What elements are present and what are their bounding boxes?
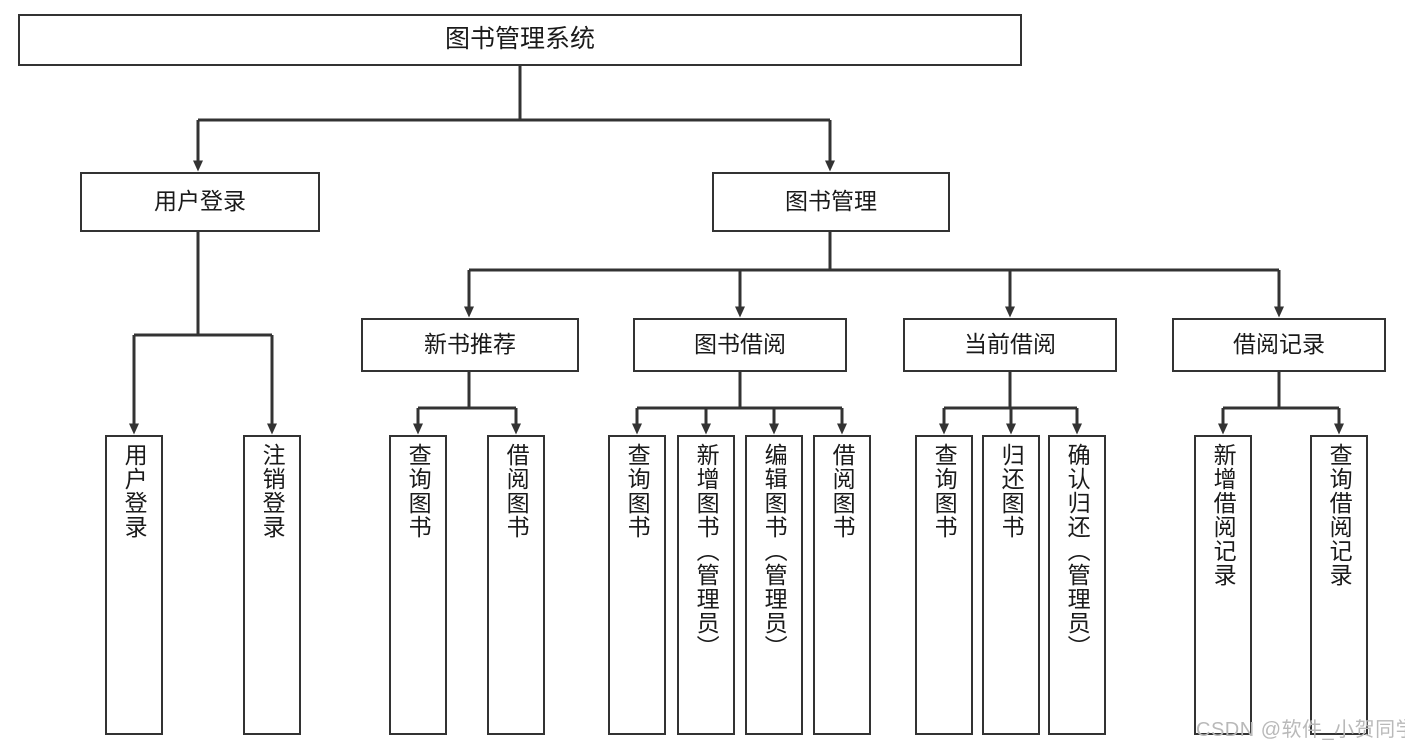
- node-label: 新书推荐: [424, 331, 516, 358]
- node-label: 当前借阅: [964, 331, 1056, 358]
- node-leaf-add-borrow-record[interactable]: 新增借阅记录: [1194, 435, 1252, 735]
- node-label: 编辑图书（管理员）: [761, 443, 788, 659]
- node-label: 用户登录: [121, 443, 148, 539]
- node-label: 注销登录: [259, 443, 286, 539]
- node-label: 借阅记录: [1233, 331, 1325, 358]
- node-label: 归还图书: [998, 443, 1025, 539]
- node-borrow-record[interactable]: 借阅记录: [1172, 318, 1386, 372]
- node-user-login[interactable]: 用户登录: [80, 172, 320, 232]
- node-label: 借阅图书: [503, 443, 530, 539]
- node-label: 确认归还（管理员）: [1064, 443, 1091, 659]
- node-leaf-borrow-book-recommend[interactable]: 借阅图书: [487, 435, 545, 735]
- node-leaf-confirm-return-admin[interactable]: 确认归还（管理员）: [1048, 435, 1106, 735]
- node-leaf-borrow-book[interactable]: 借阅图书: [813, 435, 871, 735]
- node-leaf-add-book-admin[interactable]: 新增图书（管理员）: [677, 435, 735, 735]
- node-label: 图书管理系统: [444, 25, 595, 54]
- node-leaf-query-book-borrow[interactable]: 查询图书: [608, 435, 666, 735]
- node-label: 用户登录: [154, 188, 246, 215]
- node-book-manage[interactable]: 图书管理: [712, 172, 950, 232]
- node-leaf-user-logout[interactable]: 注销登录: [243, 435, 301, 735]
- node-book-borrow[interactable]: 图书借阅: [633, 318, 847, 372]
- node-leaf-query-book-recommend[interactable]: 查询图书: [389, 435, 447, 735]
- node-label: 图书管理: [785, 188, 877, 215]
- node-label: 查询借阅记录: [1326, 443, 1353, 587]
- node-leaf-query-borrow-record[interactable]: 查询借阅记录: [1310, 435, 1368, 735]
- node-label: 新增借阅记录: [1210, 443, 1237, 587]
- node-label: 查询图书: [405, 443, 432, 539]
- node-root-system[interactable]: 图书管理系统: [18, 14, 1022, 66]
- node-current-borrow[interactable]: 当前借阅: [903, 318, 1117, 372]
- node-leaf-user-login[interactable]: 用户登录: [105, 435, 163, 735]
- node-leaf-return-book[interactable]: 归还图书: [982, 435, 1040, 735]
- node-label: 借阅图书: [829, 443, 856, 539]
- node-leaf-query-book-current[interactable]: 查询图书: [915, 435, 973, 735]
- node-label: 图书借阅: [694, 331, 786, 358]
- node-new-book-recommend[interactable]: 新书推荐: [361, 318, 579, 372]
- csdn-watermark: CSDN @软件_小贺同学: [1196, 719, 1405, 741]
- node-leaf-edit-book-admin[interactable]: 编辑图书（管理员）: [745, 435, 803, 735]
- node-label: 查询图书: [624, 443, 651, 539]
- node-label: 查询图书: [931, 443, 958, 539]
- node-label: 新增图书（管理员）: [693, 443, 720, 659]
